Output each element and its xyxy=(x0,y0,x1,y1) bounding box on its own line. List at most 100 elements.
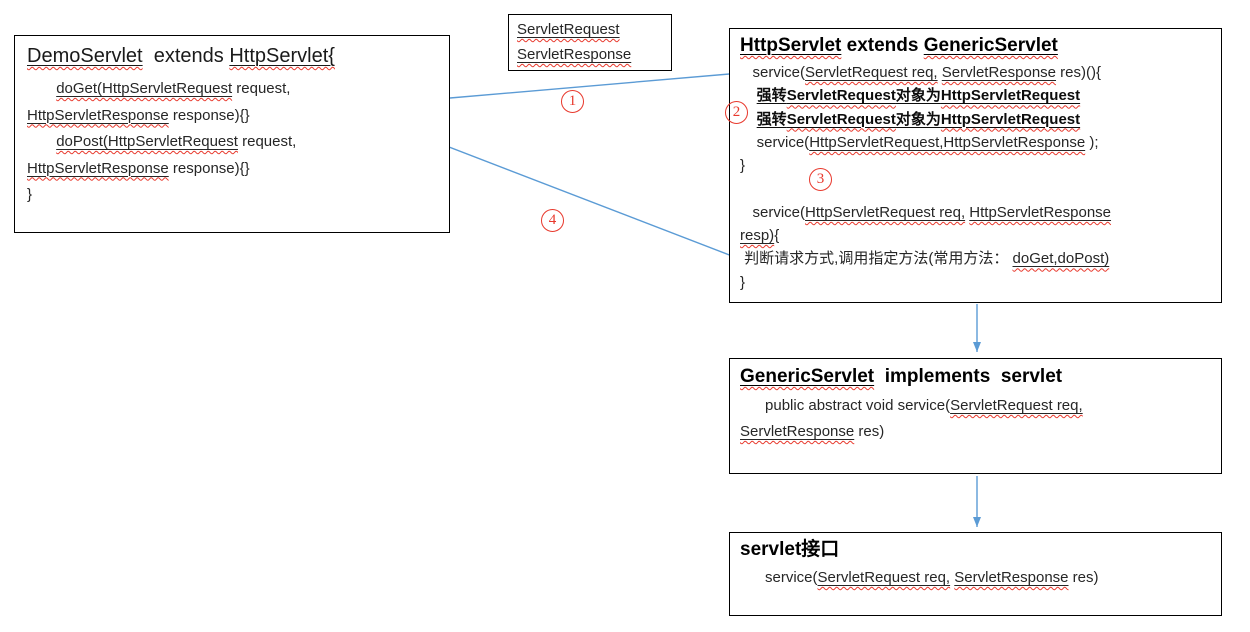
text-segment: HttpServletResponse xyxy=(27,159,169,177)
text-segment: } xyxy=(740,273,746,291)
text-segment: res)(){ xyxy=(1056,64,1102,81)
text-segment: 对象为 xyxy=(896,111,941,128)
text-segment: HttpServletResponse xyxy=(27,106,169,124)
text-segment xyxy=(27,133,56,150)
code-line: HttpServletResponse response){} xyxy=(27,156,441,183)
text-segment: 强转 xyxy=(756,87,787,105)
text-segment: extends xyxy=(142,45,230,67)
step-2-badge: 2 xyxy=(725,101,748,124)
text-segment: HttpServlet{ xyxy=(229,45,335,67)
text-segment: ServletRequest req, xyxy=(818,569,951,586)
text-segment: HttpServlet xyxy=(740,35,842,56)
text-segment: resp) xyxy=(740,227,774,244)
text-segment: implements servlet xyxy=(874,366,1063,387)
text-segment: HttpServletRequest xyxy=(941,87,1080,104)
text-segment: GenericServlet xyxy=(923,35,1058,56)
code-line: ServletResponse res) xyxy=(740,419,1215,445)
step-4-badge: 4 xyxy=(541,209,564,232)
text-segment: 强转 xyxy=(757,87,787,104)
code-line: } xyxy=(740,271,1215,294)
text-segment: HttpServletRequest xyxy=(940,87,1081,105)
text-segment: 对象为 xyxy=(895,110,941,128)
text-segment: HttpServlet{ xyxy=(229,45,335,67)
text-segment: service( xyxy=(740,569,818,586)
text-segment: HttpServletResponse xyxy=(969,204,1111,221)
text-segment: HttpServletRequest xyxy=(940,110,1081,128)
servlet-interface-box: servlet接口 service(ServletRequest req, Se… xyxy=(729,532,1222,616)
text-segment: ServletResponse xyxy=(954,569,1068,586)
text-segment: response){} xyxy=(168,159,250,177)
text-segment: 判断请求方式,调用指定方法(常用方法： xyxy=(740,250,1013,268)
code-line: } xyxy=(27,182,441,209)
code-line: ServletRequest xyxy=(517,17,671,42)
code-line: 强转ServletRequest对象为HttpServletRequest xyxy=(740,84,1215,107)
text-segment: service( xyxy=(740,64,806,81)
code-line: public abstract void service(ServletRequ… xyxy=(740,393,1215,419)
text-segment: request, xyxy=(232,80,291,97)
text-segment: ServletResponse xyxy=(954,569,1069,586)
text-segment: ServletRequest xyxy=(786,110,896,128)
text-segment: res) xyxy=(854,423,885,440)
text-segment: HttpServletRequest req, xyxy=(805,203,966,221)
genericservlet-class-box: GenericServlet implements servlet public… xyxy=(729,358,1222,474)
code-line: service(ServletRequest req, ServletRespo… xyxy=(740,565,1215,591)
text-segment xyxy=(27,80,56,97)
text-segment: ServletRequest req, xyxy=(805,64,938,81)
text-segment: service( xyxy=(740,203,806,221)
box-title-line: DemoServlet extends HttpServlet{ xyxy=(27,38,441,74)
text-segment: doGet,doPost) xyxy=(1013,250,1110,267)
code-line: service(ServletRequest req, ServletRespo… xyxy=(740,61,1215,84)
text-segment: ServletRequest req, xyxy=(817,569,951,586)
text-segment: ServletRequest req, xyxy=(805,64,938,81)
code-line: doGet(HttpServletRequest request, xyxy=(27,76,441,103)
text-segment xyxy=(740,180,744,197)
code-line: service(HttpServletRequest,HttpServletRe… xyxy=(740,131,1215,154)
code-line: ServletResponse xyxy=(517,42,671,67)
code-line: 判断请求方式,调用指定方法(常用方法： doGet,doPost) xyxy=(740,247,1215,270)
text-segment: ServletResponse xyxy=(740,423,854,440)
text-segment: HttpServletRequest req, xyxy=(805,204,965,221)
text-segment: ServletRequest xyxy=(517,21,620,38)
text-segment: GenericServlet xyxy=(924,35,1058,56)
code-line: HttpServletResponse response){} xyxy=(27,103,441,130)
text-segment: extends xyxy=(841,35,924,56)
box-title-line: GenericServlet implements servlet xyxy=(740,361,1215,393)
text-segment: ServletResponse xyxy=(941,64,1057,81)
text-segment: 强转 xyxy=(757,111,787,128)
code-line: doPost(HttpServletRequest request, xyxy=(27,129,441,156)
text-segment: doGet(HttpServletRequest xyxy=(56,80,233,97)
text-segment: GenericServlet xyxy=(740,366,874,387)
text-segment: HttpServlet xyxy=(740,35,841,56)
text-segment: doPost(HttpServletRequest xyxy=(56,133,238,150)
text-segment: ServletRequest req, xyxy=(950,397,1083,414)
text-segment: HttpServletRequest xyxy=(941,111,1080,128)
text-segment: ServletResponse xyxy=(517,46,631,63)
text-segment: HttpServletRequest,HttpServletResponse xyxy=(809,134,1085,151)
text-segment: HttpServletRequest,HttpServletResponse xyxy=(809,133,1086,151)
text-segment: { xyxy=(774,227,780,245)
step-1-badge: 1 xyxy=(561,90,584,113)
text-segment: servlet接口 xyxy=(740,539,840,560)
text-segment: 对象为 xyxy=(895,87,941,105)
box-title-line: servlet接口 xyxy=(740,535,1215,565)
text-segment: GenericServlet xyxy=(740,366,875,387)
text-segment: ServletRequest xyxy=(517,21,620,38)
text-segment: } xyxy=(740,157,746,175)
text-segment: ); xyxy=(1085,133,1099,151)
text-segment: ServletRequest xyxy=(787,111,896,128)
text-segment: HttpServletResponse xyxy=(969,203,1112,221)
code-line: 强转ServletRequest对象为HttpServletRequest xyxy=(740,108,1215,131)
arrow-step1-demo-to-httpservlet xyxy=(449,69,742,99)
text-segment: HttpServletResponse xyxy=(27,107,169,124)
text-segment: doGet,doPost) xyxy=(1012,250,1110,268)
text-segment: HttpServletResponse xyxy=(27,160,169,177)
code-line: } xyxy=(740,154,1215,177)
text-segment: res) xyxy=(1068,569,1099,586)
text-segment: response){} xyxy=(168,106,250,124)
code-line: resp){ xyxy=(740,224,1215,247)
httpservlet-class-box: HttpServlet extends GenericServlet servi… xyxy=(729,28,1222,303)
text-segment: DemoServlet xyxy=(27,45,143,67)
text-segment: doPost(HttpServletRequest xyxy=(56,133,238,150)
text-segment: ServletRequest xyxy=(786,87,896,105)
text-segment: ServletRequest req, xyxy=(950,397,1083,414)
